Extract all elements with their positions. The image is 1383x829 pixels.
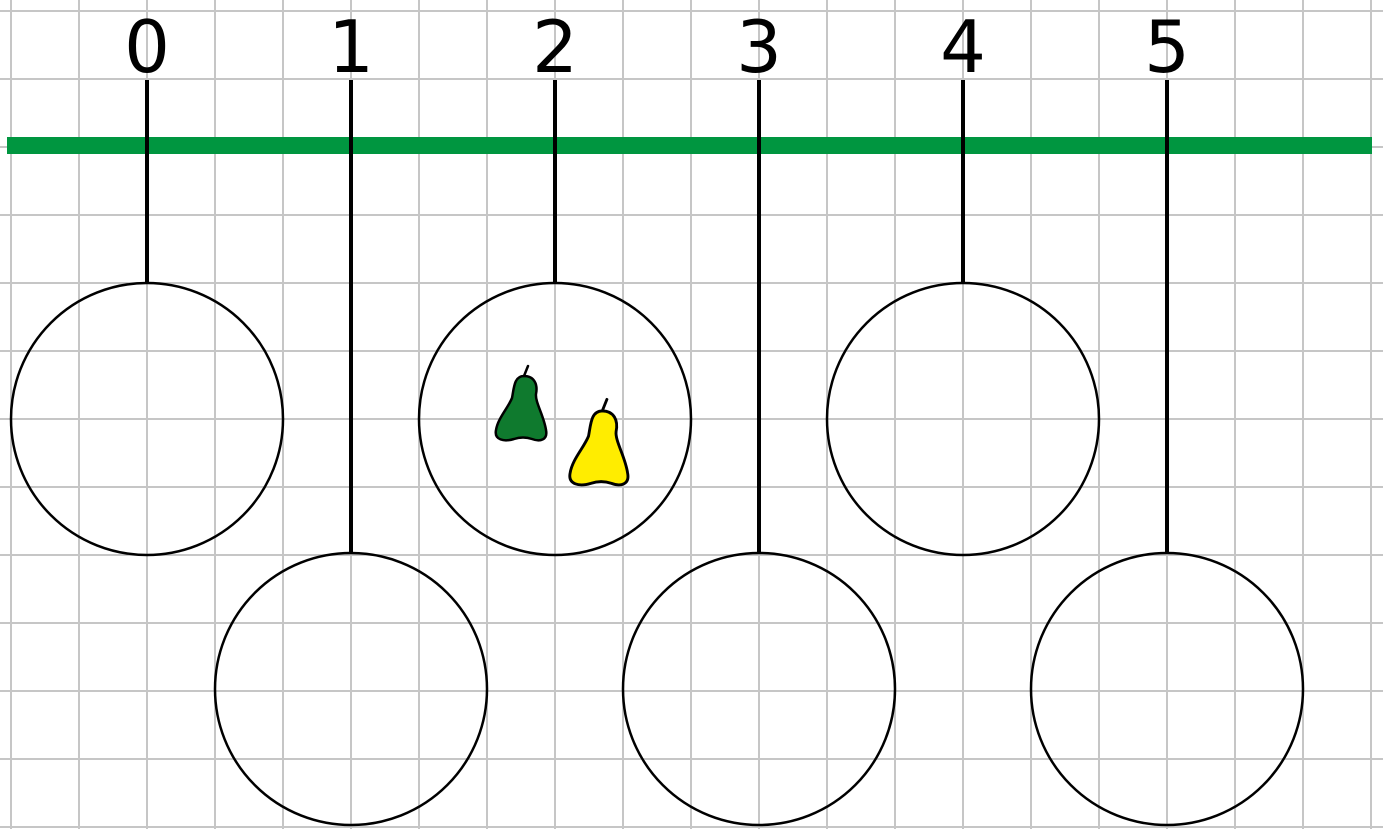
number-label: 3	[736, 5, 782, 89]
plate-stations: 0 1 2 3 4 5	[11, 5, 1303, 825]
number-label: 2	[532, 5, 578, 89]
number-label: 4	[940, 5, 986, 89]
pear-icon	[496, 366, 547, 440]
pear-icon	[570, 399, 628, 484]
number-label: 5	[1144, 5, 1190, 89]
number-label: 1	[328, 5, 374, 89]
number-label: 0	[124, 5, 170, 89]
